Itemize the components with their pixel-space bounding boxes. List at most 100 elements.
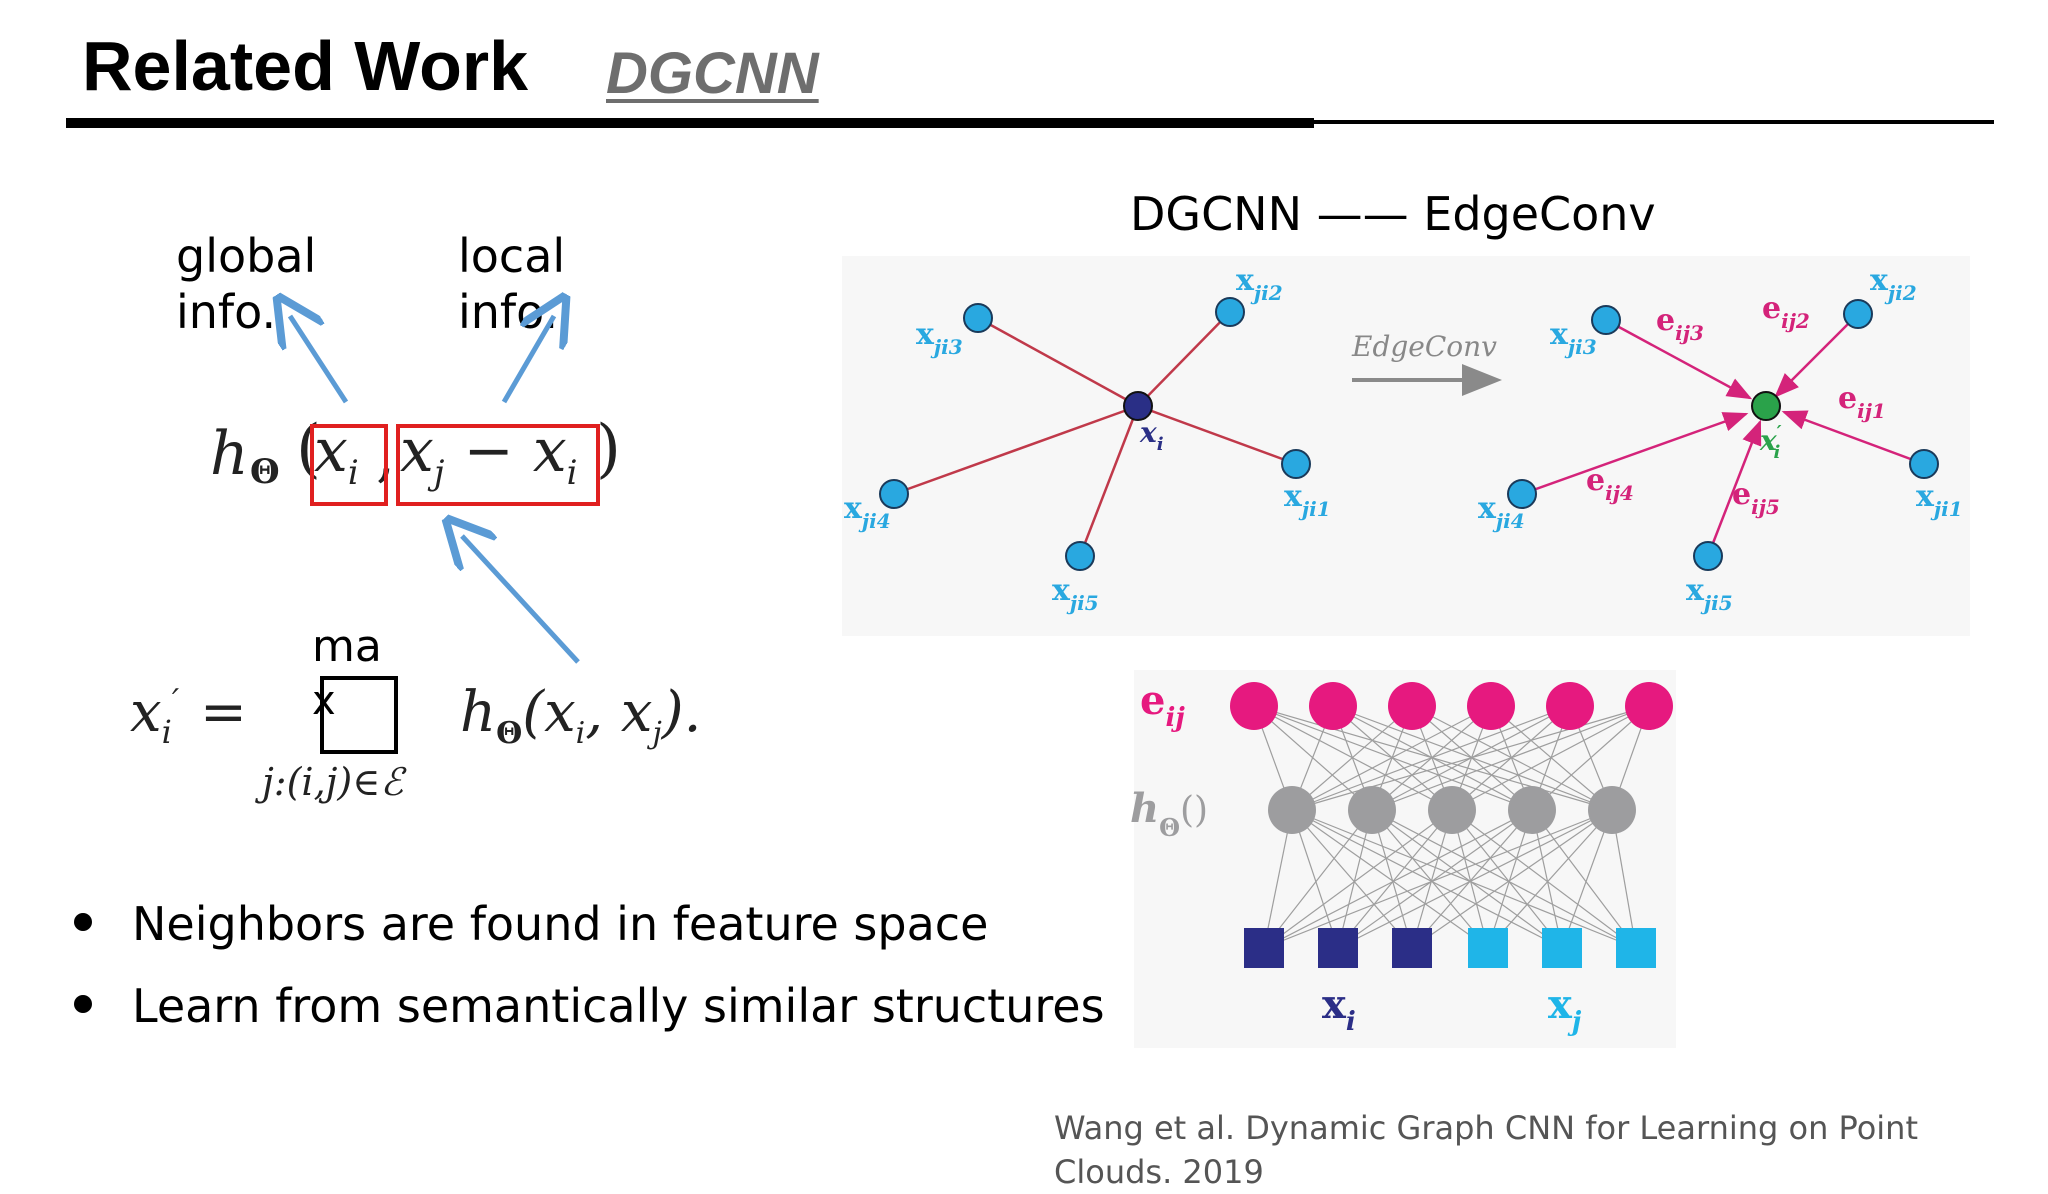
bullet-item: Neighbors are found in feature space <box>66 894 988 954</box>
node-xi-prime <box>1751 391 1781 421</box>
highlight-box-difference <box>396 424 600 506</box>
mlp-edge <box>1531 809 1637 949</box>
mlp-edge <box>1371 809 1563 949</box>
mlp-hidden-node <box>1268 786 1316 834</box>
mlp-edge <box>1487 809 1613 949</box>
mlp-input-layer <box>1244 928 1656 968</box>
bullet-dot <box>74 994 92 1013</box>
mlp-edge <box>1487 809 1533 949</box>
mlp-edge <box>1291 809 1563 949</box>
node-xj2-right <box>1843 299 1873 329</box>
mlp-edge <box>1332 705 1613 811</box>
mlp-edge <box>1253 705 1613 811</box>
mlp-edge <box>1451 809 1563 949</box>
global-info-label: global info. <box>176 229 317 339</box>
mlp-edge <box>1291 809 1489 949</box>
bullet-item: Learn from semantically similar structur… <box>66 976 1105 1036</box>
annotation-arrows <box>0 0 580 664</box>
highlight-box-xi <box>310 424 388 506</box>
formula-theta: Θ <box>250 452 280 492</box>
mlp-edge <box>1411 705 1613 811</box>
formula2-subscript: j:(i,j)∈ℰ <box>262 760 404 804</box>
slide-title: Related Work <box>82 27 529 105</box>
citation: Wang et al. Dynamic Graph CNN for Learni… <box>1054 1109 1918 1191</box>
svg-text:x′i: x′i <box>1759 422 1782 463</box>
max-operator-box <box>320 676 398 754</box>
mlp-edge <box>1337 809 1533 949</box>
formula2-rhs: hΘ(xi, xj). <box>460 680 702 752</box>
mlp-top-layer <box>1230 682 1673 730</box>
node-xj5-right <box>1693 541 1723 571</box>
svg-text:xji4: xji4 <box>1478 491 1525 533</box>
node-xj2 <box>1215 297 1245 327</box>
max-label-bottom: x <box>312 678 336 724</box>
mlp-edge <box>1253 705 1453 811</box>
formula2-lhs: xi′ <box>130 680 180 752</box>
node-xj1 <box>1281 449 1311 479</box>
mlp-output-node <box>1546 682 1594 730</box>
mlp-edge <box>1253 705 1373 811</box>
mlp-edge <box>1371 809 1637 949</box>
edgeconv-arrow-label: EdgeConv <box>1351 330 1497 363</box>
formula-h: h <box>210 419 249 489</box>
mlp-output-node <box>1230 682 1278 730</box>
node-xj4 <box>879 479 909 509</box>
mlp-input-xi-node <box>1392 928 1432 968</box>
mlp-hidden-node <box>1588 786 1636 834</box>
mlp-label-h: hΘ() <box>1130 785 1208 842</box>
mlp-input-xj-node <box>1616 928 1656 968</box>
mlp-input-xj-node <box>1468 928 1508 968</box>
mlp-input-xj-node <box>1542 928 1582 968</box>
mlp-edge <box>1263 809 1373 949</box>
formula2-equals: = <box>200 680 247 745</box>
node-xj4-right <box>1507 479 1537 509</box>
mlp-hidden-node <box>1508 786 1556 834</box>
mlp-label-xi: xi <box>1322 981 1356 1037</box>
mlp-label-eij: eij <box>1140 677 1185 733</box>
mlp-connections <box>1253 705 1650 949</box>
formula-close-paren: ) <box>596 412 621 486</box>
figure-title: DGCNN —— EdgeConv <box>1130 187 1656 241</box>
mlp-edge <box>1490 705 1613 811</box>
node-xj3-right <box>1591 305 1621 335</box>
mlp-input-xi-node <box>1244 928 1284 968</box>
mlp-edge <box>1371 809 1489 949</box>
mlp-edge <box>1411 809 1533 949</box>
slide-subtitle: DGCNN <box>606 41 819 106</box>
node-xj5 <box>1065 541 1095 571</box>
mlp-edge <box>1337 809 1453 949</box>
arrow-max <box>462 536 580 664</box>
arrow-global <box>290 316 349 404</box>
title-divider <box>66 118 1314 128</box>
mlp-hidden-node <box>1428 786 1476 834</box>
mlp-edge <box>1253 705 1533 811</box>
mlp-output-node <box>1388 682 1436 730</box>
mlp-edge <box>1263 809 1613 949</box>
mlp-hidden-layer <box>1268 786 1636 834</box>
arrow-local <box>501 316 554 404</box>
left-graph: xji3 xji2 xji1 xji4 xji5 xi <box>844 263 1331 615</box>
mlp-edge <box>1291 809 1339 949</box>
node-xj1-right <box>1909 449 1939 479</box>
mlp-edge <box>1291 809 1413 949</box>
mlp-output-node <box>1309 682 1357 730</box>
bullet-dot <box>74 912 92 931</box>
node-xi <box>1123 391 1153 421</box>
mlp-label-xj: xj <box>1548 981 1582 1037</box>
mlp-output-node <box>1467 682 1515 730</box>
title-divider-thin <box>1314 120 1994 124</box>
mlp-output-node <box>1625 682 1673 730</box>
mlp-diagram: eij hΘ() xi xj <box>1130 677 1673 1037</box>
mlp-edge <box>1561 809 1613 949</box>
mlp-edge <box>1263 809 1533 949</box>
mlp-hidden-node <box>1348 786 1396 834</box>
max-label-top: ma <box>312 621 382 672</box>
edgeconv-diagram: xji3 xji2 xji1 xji4 xji5 xi EdgeConv xji… <box>844 263 1963 615</box>
mlp-edge <box>1291 809 1637 949</box>
mlp-input-xi-node <box>1318 928 1358 968</box>
node-xj3 <box>963 303 993 333</box>
mlp-edge <box>1263 809 1453 949</box>
mlp-edge <box>1451 809 1637 949</box>
mlp-edge <box>1411 809 1613 949</box>
mlp-edge <box>1337 809 1613 949</box>
